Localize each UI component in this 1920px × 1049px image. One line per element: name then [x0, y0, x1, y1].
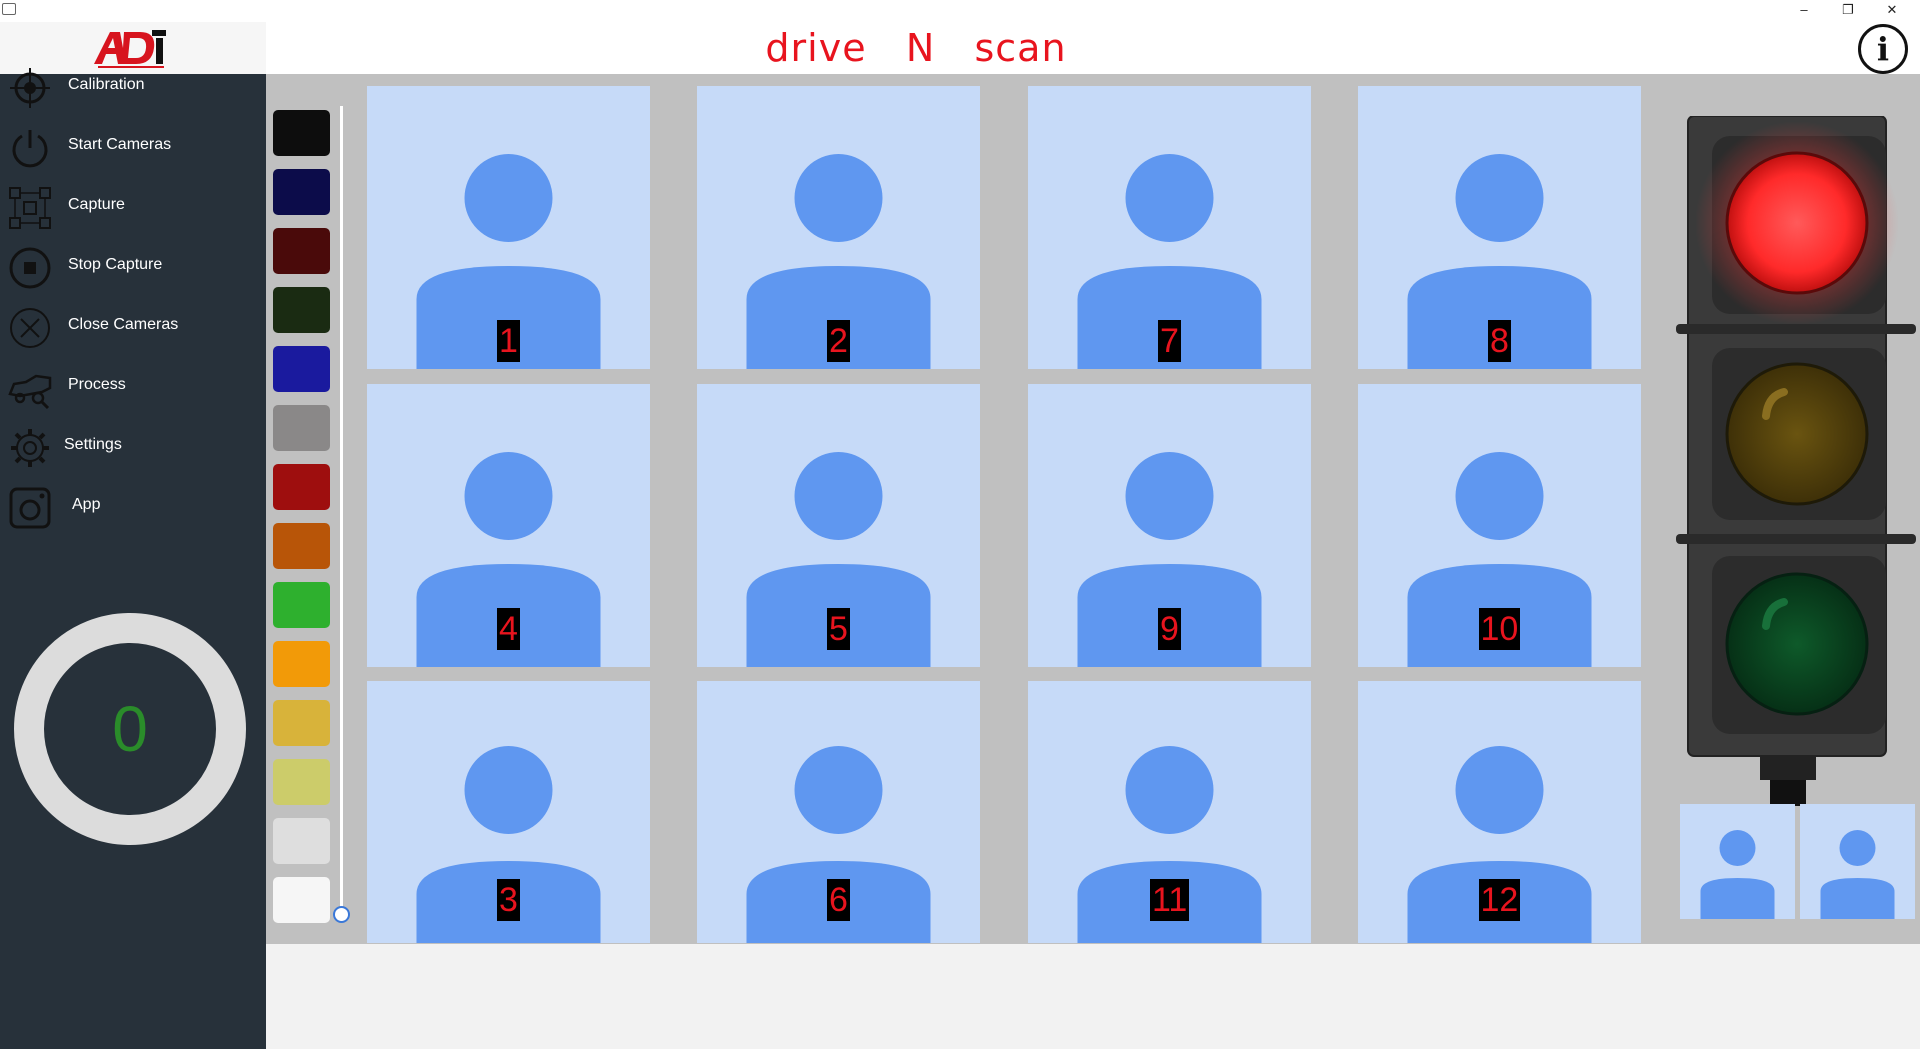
sidebar-item-label: App — [72, 496, 101, 513]
minimize-button[interactable]: – — [1800, 2, 1808, 17]
color-swatch[interactable] — [273, 287, 330, 333]
sidebar-item-calibration[interactable]: Calibration — [0, 60, 266, 110]
sidebar-item-label: Process — [68, 376, 126, 393]
slider-thumb[interactable] — [333, 906, 350, 923]
camera-tile[interactable]: 11 — [1028, 681, 1311, 943]
camera-tile[interactable]: 12 — [1358, 681, 1641, 943]
camera-tile[interactable]: 9 — [1028, 384, 1311, 667]
capture-grid-icon — [9, 187, 51, 229]
person-placeholder-icon — [1077, 154, 1262, 369]
mini-camera-preview[interactable] — [1680, 804, 1795, 919]
person-placeholder-icon — [1820, 830, 1895, 919]
person-placeholder-icon — [1407, 154, 1592, 369]
instagram-icon — [9, 487, 51, 529]
camera-number-label: 5 — [827, 608, 850, 650]
camera-tile[interactable]: 6 — [697, 681, 980, 943]
sidebar-item-label: Calibration — [68, 76, 145, 93]
sidebar-item-close-cameras[interactable]: Close Cameras — [0, 300, 266, 350]
color-swatch[interactable] — [273, 464, 330, 510]
counter-ring: 0 — [14, 613, 246, 845]
camera-number-label: 12 — [1478, 879, 1521, 921]
red-lamp — [1725, 151, 1869, 295]
app-icon — [2, 3, 16, 15]
amber-lamp — [1725, 362, 1869, 506]
sidebar-item-settings[interactable]: Settings — [0, 420, 266, 470]
color-swatch[interactable] — [273, 700, 330, 746]
close-window-button[interactable]: ✕ — [1886, 2, 1898, 17]
sidebar-item-app[interactable]: App — [0, 480, 266, 530]
crosshair-icon — [10, 68, 50, 108]
sidebar-item-label: Capture — [68, 196, 125, 213]
sidebar-item-capture[interactable]: Capture — [0, 180, 266, 230]
restore-button[interactable]: ❐ — [1842, 2, 1854, 17]
camera-number-label: 2 — [827, 320, 850, 362]
camera-number-label: 10 — [1478, 608, 1521, 650]
camera-tile[interactable]: 1 — [367, 86, 650, 369]
header: drive N scan i — [266, 22, 1920, 74]
camera-tile[interactable]: 2 — [697, 86, 980, 369]
info-button[interactable]: i — [1858, 24, 1908, 74]
sidebar-item-process[interactable]: Process — [0, 360, 266, 410]
color-swatch[interactable] — [273, 877, 330, 923]
slider-track[interactable] — [340, 106, 343, 916]
adi-logo — [94, 30, 166, 68]
close-circle-icon — [10, 308, 50, 348]
camera-number-label: 6 — [827, 879, 850, 921]
camera-number-label: 1 — [497, 320, 520, 362]
sidebar-item-label: Close Cameras — [68, 316, 179, 333]
logo-container — [0, 22, 266, 74]
camera-number-label: 8 — [1488, 320, 1511, 362]
camera-tile[interactable]: 8 — [1358, 86, 1641, 369]
green-lamp — [1725, 572, 1869, 716]
color-swatch[interactable] — [273, 523, 330, 569]
camera-number-label: 7 — [1158, 320, 1181, 362]
sidebar-item-label: Stop Capture — [68, 256, 163, 273]
window-titlebar: – ❐ ✕ — [0, 0, 1920, 22]
traffic-light — [1676, 116, 1916, 806]
car-search-icon — [8, 374, 52, 410]
camera-number-label: 3 — [497, 879, 520, 921]
sidebar-item-stop-capture[interactable]: Stop Capture — [0, 240, 266, 290]
color-swatch[interactable] — [273, 641, 330, 687]
app-title: drive N scan — [765, 26, 1067, 70]
camera-tile[interactable]: 10 — [1358, 384, 1641, 667]
sidebar-item-label: Settings — [64, 436, 122, 453]
sidebar: Calibration Start Cameras Capture Stop C… — [0, 22, 266, 1049]
sidebar-item-start-cameras[interactable]: Start Cameras — [0, 120, 266, 170]
camera-tile[interactable]: 7 — [1028, 86, 1311, 369]
camera-number-label: 11 — [1150, 879, 1190, 921]
color-swatch[interactable] — [273, 582, 330, 628]
camera-tile[interactable]: 3 — [367, 681, 650, 943]
camera-number-label: 4 — [497, 608, 520, 650]
gear-icon — [11, 429, 49, 467]
color-swatch[interactable] — [273, 759, 330, 805]
stop-icon — [9, 247, 51, 289]
counter-value: 0 — [112, 693, 148, 765]
camera-tile[interactable]: 5 — [697, 384, 980, 667]
camera-tile[interactable]: 4 — [367, 384, 650, 667]
color-swatch[interactable] — [273, 818, 330, 864]
color-swatch[interactable] — [273, 405, 330, 451]
camera-number-label: 9 — [1158, 608, 1181, 650]
sidebar-item-label: Start Cameras — [68, 136, 172, 153]
person-placeholder-icon — [746, 154, 931, 369]
person-placeholder-icon — [1700, 830, 1775, 919]
color-swatch[interactable] — [273, 228, 330, 274]
color-swatch[interactable] — [273, 110, 330, 156]
bottom-area — [266, 944, 1920, 1049]
color-swatch[interactable] — [273, 346, 330, 392]
power-icon — [12, 130, 48, 168]
person-placeholder-icon — [416, 154, 601, 369]
mini-camera-preview[interactable] — [1800, 804, 1915, 919]
color-swatch[interactable] — [273, 169, 330, 215]
